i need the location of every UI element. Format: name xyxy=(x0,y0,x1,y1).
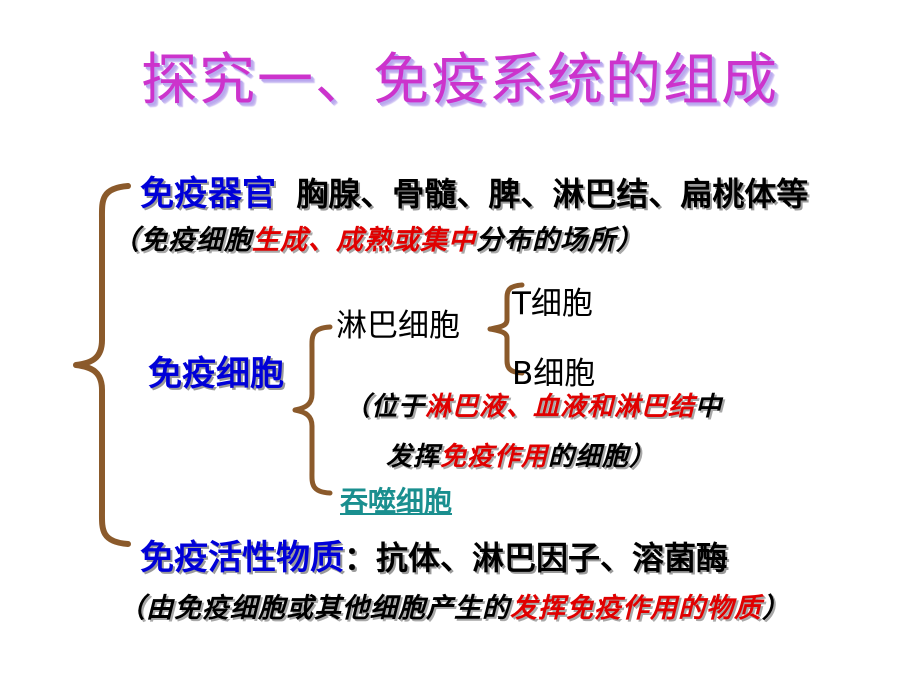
immune-organ-note-highlight: 生成、成熟或集中 xyxy=(252,225,476,256)
immune-cell-note1-open: （位于 xyxy=(344,392,426,422)
immune-organ-note-open: （免疫细胞 xyxy=(112,225,252,256)
outer-brace-icon xyxy=(73,183,131,547)
immune-active-substance-row: 免疫活性物质：抗体、淋巴因子、溶菌酶 xyxy=(140,530,728,579)
immune-organ-items: 胸腺、骨髓、脾、淋巴结、扁桃体等 xyxy=(296,175,809,213)
immune-cell-note-line2: 发挥免疫作用的细胞） xyxy=(386,436,656,473)
immune-cell-note2-highlight: 免疫作用 xyxy=(440,442,549,472)
immune-active-substance-note-open: （由免疫细胞或其他细胞产生的 xyxy=(118,593,510,624)
immune-cell-brace-icon xyxy=(292,324,333,496)
immune-organ-note-close: 分布的场所） xyxy=(476,225,644,256)
immune-organ-note: （免疫细胞生成、成熟或集中分布的场所） xyxy=(112,218,644,257)
immune-active-substance-note: （由免疫细胞或其他细胞产生的发挥免疫作用的物质） xyxy=(118,586,790,625)
immune-cell-note2-close: 的细胞） xyxy=(548,442,657,472)
b-cell-row: B细胞 xyxy=(512,348,595,393)
immune-organ-row: 免疫器官 胸腺、骨髓、脾、淋巴结、扁桃体等 xyxy=(140,166,808,215)
immune-cell-note1-close: 中 xyxy=(695,392,723,422)
immune-active-substance-label: 免疫活性物质 xyxy=(140,538,344,578)
immune-cell-note-line1: （位于淋巴液、血液和淋巴结中 xyxy=(344,386,722,423)
phagocyte-row[interactable]: 吞噬细胞 xyxy=(340,480,452,520)
page-title: 探究一、免疫系统的组成 xyxy=(141,48,779,113)
t-cell-row: T细胞 xyxy=(512,278,593,323)
immune-active-substance-items: ：抗体、淋巴因子、溶菌酶 xyxy=(344,539,729,577)
phagocyte-link[interactable]: 吞噬细胞 xyxy=(340,485,453,518)
immune-active-substance-note-close: ） xyxy=(762,593,790,624)
immune-active-substance-note-highlight: 发挥免疫作用的物质 xyxy=(510,593,762,624)
immune-cell-note1-highlight: 淋巴液、血液和淋巴结 xyxy=(425,392,696,422)
lymphocyte-label: 淋巴细胞 xyxy=(336,308,460,344)
immune-cell-row: 免疫细胞 xyxy=(148,346,284,395)
lymphocyte-brace-icon xyxy=(487,282,525,376)
t-cell-label: T细胞 xyxy=(512,286,593,322)
immune-cell-label: 免疫细胞 xyxy=(148,354,284,394)
b-cell-label: B细胞 xyxy=(512,356,596,392)
immune-organ-label: 免疫器官 xyxy=(140,174,276,214)
immune-cell-note2-open: 发挥 xyxy=(386,442,441,472)
lymphocyte-row: 淋巴细胞 xyxy=(336,300,460,345)
